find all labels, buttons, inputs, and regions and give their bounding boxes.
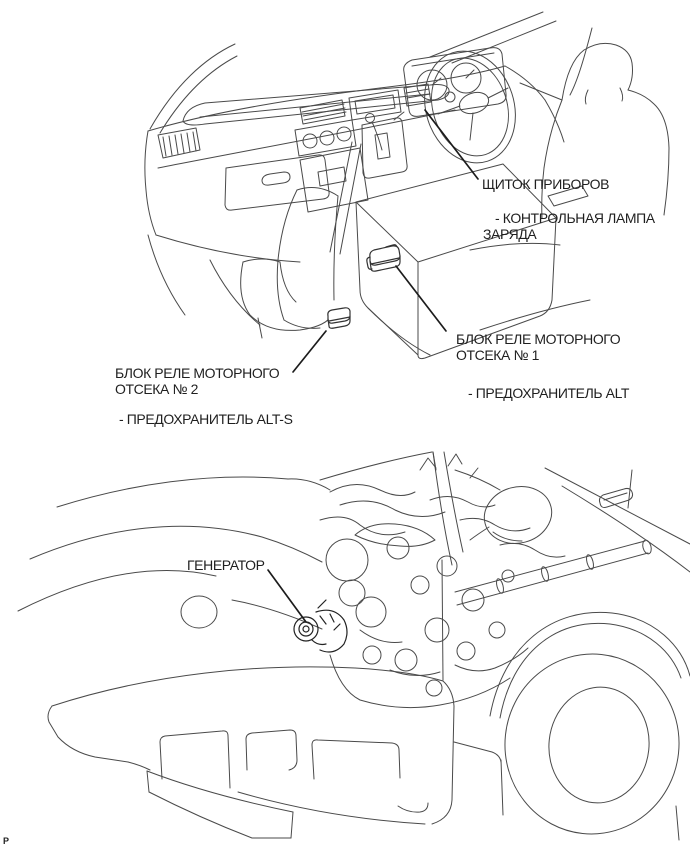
leader-line-relay-block-1 — [395, 265, 447, 332]
relay-box-1 — [366, 244, 401, 272]
callout-relay-block-1: БЛОК РЕЛЕ МОТОРНОГО ОТСЕКА № 1 — [456, 331, 621, 363]
radio — [348, 89, 402, 121]
engine-cover-console — [355, 163, 591, 360]
callout-charge-lamp-line1: - КОНТРОЛЬНАЯ ЛАМПА — [495, 210, 655, 226]
callout-charge-lamp-line2: ЗАРЯДА — [483, 226, 537, 242]
side-mirror — [469, 486, 553, 544]
callout-charge-lamp: - КОНТРОЛЬНАЯ ЛАМПА ЗАРЯДА — [483, 210, 655, 242]
callout-relay-block-2: БЛОК РЕЛЕ МОТОРНОГО ОТСЕКА № 2 — [115, 365, 280, 397]
leader-line-relay-block-2 — [292, 330, 327, 373]
leader-line-instrument-panel — [424, 109, 479, 180]
instrument-cluster — [403, 47, 507, 117]
drive-shaft — [454, 539, 652, 606]
callout-fuse-alt: - ПРЕДОХРАНИТЕЛЬ ALT — [468, 385, 630, 401]
door-handle — [598, 487, 634, 508]
driver-seat — [240, 187, 339, 339]
side-vent — [157, 127, 201, 159]
passenger-seat — [541, 42, 670, 219]
callout-generator: ГЕНЕРАТОР — [187, 557, 265, 573]
callout-fuse-alt-s: - ПРЕДОХРАНИТЕЛЬ ALT-S — [119, 411, 293, 427]
alternator — [293, 599, 348, 653]
brand-emblem — [180, 595, 218, 629]
leader-line-generator — [267, 569, 307, 623]
interior-illustration — [144, 11, 670, 360]
front-wheel — [489, 611, 690, 841]
gear-shifter — [361, 113, 408, 179]
callout-relay-block-1-line2: ОТСЕКА № 1 — [456, 347, 539, 363]
relay-box-2 — [327, 307, 351, 329]
engine — [319, 451, 566, 709]
steering-wheel — [393, 50, 516, 164]
callout-relay-block-2-line2: ОТСЕКА № 2 — [115, 381, 198, 397]
callout-relay-block-1-line1: БЛОК РЕЛЕ МОТОРНОГО — [456, 331, 621, 347]
heater-controls — [294, 119, 357, 157]
callout-instrument-panel: ЩИТОК ПРИБОРОВ — [482, 176, 610, 192]
van-front-illustration — [17, 451, 690, 841]
page-marker: P — [3, 836, 10, 846]
front-bumper — [47, 666, 455, 839]
callout-relay-block-2-line1: БЛОК РЕЛЕ МОТОРНОГО — [115, 365, 280, 381]
